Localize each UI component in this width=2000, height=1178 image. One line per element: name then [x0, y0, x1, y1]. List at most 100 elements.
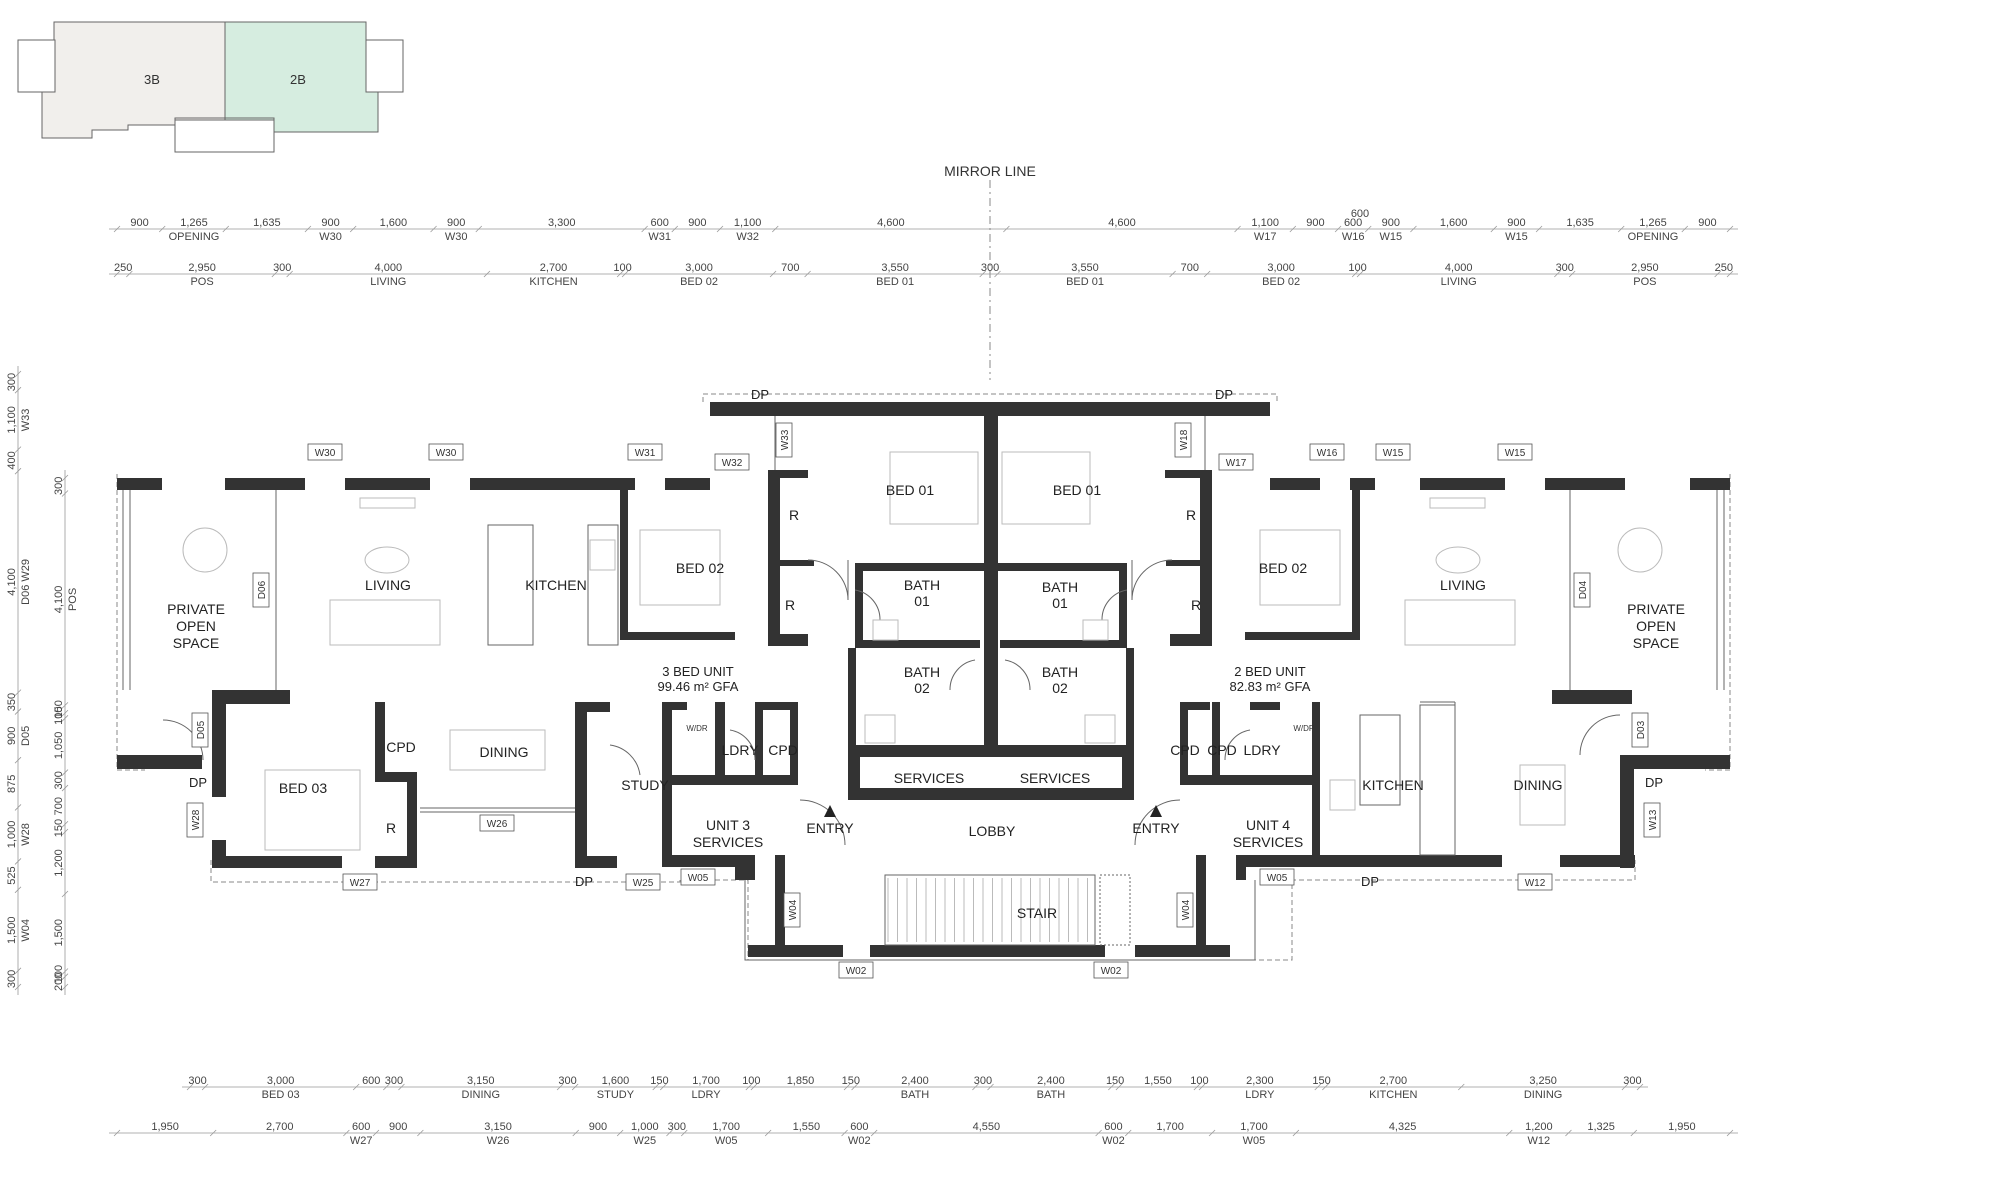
tag-box — [1218, 453, 1254, 471]
dim-value: 300 — [53, 477, 65, 495]
entry-arrow-left-icon — [824, 805, 836, 817]
dim-label: LDRY — [1245, 1089, 1275, 1101]
dim-value: 100 — [53, 965, 65, 983]
wall — [855, 563, 863, 648]
wall — [768, 634, 808, 646]
dim-label: POS — [190, 276, 213, 288]
wall — [575, 702, 610, 712]
dim-label: W26 — [487, 1135, 510, 1147]
door-swing — [854, 589, 881, 621]
room-label-dining-left: DINING — [480, 744, 529, 760]
tag-w33: W33 — [780, 429, 791, 450]
dim-value: 600 — [850, 1121, 868, 1133]
wall — [1270, 478, 1320, 490]
cooktop — [1329, 779, 1356, 811]
wall — [755, 702, 763, 782]
walls — [117, 402, 1730, 957]
kitchen-bench — [587, 524, 619, 646]
room-label-entry-left: ENTRY — [806, 820, 854, 836]
room-label-bed01-left: BED 01 — [886, 482, 934, 498]
dim-value: 600 — [352, 1121, 370, 1133]
wall — [117, 755, 202, 769]
tag-w27: W27 — [350, 878, 371, 889]
tag-box — [1176, 892, 1194, 928]
dim-value: 150 — [1312, 1075, 1330, 1087]
door-swing — [1579, 714, 1621, 756]
wall — [855, 640, 980, 648]
tag-w02: W02 — [1101, 966, 1122, 977]
tag-w25: W25 — [633, 878, 654, 889]
dim-value: 300 — [53, 771, 65, 789]
wall — [1236, 855, 1246, 880]
dim-label: DINING — [462, 1089, 501, 1101]
dim-value: 150 — [650, 1075, 668, 1087]
wall — [1196, 855, 1206, 945]
wall — [575, 856, 617, 868]
sofa — [1404, 599, 1516, 646]
room-label-wdr: W/DR — [1293, 724, 1315, 733]
dim-value: 1,200 — [53, 849, 65, 877]
dim-label: W15 — [1380, 231, 1403, 243]
dim-value: 150 — [53, 819, 65, 837]
door-swing — [1134, 799, 1181, 846]
mirror-line-label: MIRROR LINE — [944, 163, 1036, 179]
dim-value: 700 — [1181, 262, 1199, 274]
tag-box — [1309, 443, 1345, 461]
dim-value: 700 — [781, 262, 799, 274]
dim-label: W30 — [319, 231, 342, 243]
wall — [1180, 702, 1210, 710]
tag-w15: W15 — [1383, 448, 1404, 459]
wall — [212, 690, 226, 750]
tv-unit — [359, 497, 416, 509]
tag-dp: DP — [189, 775, 207, 790]
dim-value: 4,000 — [1445, 262, 1473, 274]
dim-value: 1,600 — [602, 1075, 630, 1087]
dim-label: BED 02 — [680, 276, 718, 288]
dim-label: BATH — [901, 1089, 930, 1101]
wall — [1620, 755, 1634, 868]
tag-box — [1497, 443, 1533, 461]
room-label-bed02-right: BED 02 — [1259, 560, 1307, 576]
door-swing — [1101, 589, 1128, 621]
tag-d06: D06 — [257, 580, 268, 599]
dim-value: 150 — [1106, 1075, 1124, 1087]
tag-box — [680, 868, 716, 886]
wall — [748, 945, 843, 957]
dim-value: 4,550 — [973, 1121, 1001, 1133]
dim-value: 1,265 — [1639, 217, 1667, 229]
dim-label: POS — [67, 588, 79, 611]
room-label-services-right: SERVICES — [1020, 770, 1091, 786]
dim-value: 2,950 — [1631, 262, 1659, 274]
wall — [345, 478, 430, 490]
dim-label: D05 — [20, 726, 32, 746]
tag-box — [1643, 802, 1661, 838]
tag-box — [775, 422, 793, 458]
dim-value: 600 — [362, 1075, 380, 1087]
dim-value: 3,550 — [1071, 262, 1099, 274]
dim-value: 3,550 — [881, 262, 909, 274]
wall — [1560, 855, 1635, 867]
dim-value: 1,700 — [712, 1121, 740, 1133]
tag-box — [342, 873, 378, 891]
tag-w31: W31 — [635, 448, 656, 459]
room-label-study: STUDY — [621, 777, 669, 793]
dim-value: 1,635 — [253, 217, 281, 229]
dim-value: 250 — [114, 262, 132, 274]
door-swing — [1131, 559, 1173, 601]
wall — [575, 702, 587, 868]
dim-value: 3,150 — [467, 1075, 495, 1087]
tag-box — [252, 572, 270, 608]
wall — [1690, 478, 1730, 490]
room-label-robe: R — [386, 820, 396, 836]
dim-label: BATH — [1037, 1089, 1066, 1101]
wall — [1122, 757, 1134, 797]
furniture — [182, 451, 1663, 851]
dim-value: 3,250 — [1529, 1075, 1557, 1087]
dim-value: 300 — [981, 262, 999, 274]
wall — [1250, 702, 1280, 710]
dim-value: 900 — [389, 1121, 407, 1133]
key-plan-label-2b: 2B — [290, 72, 306, 87]
